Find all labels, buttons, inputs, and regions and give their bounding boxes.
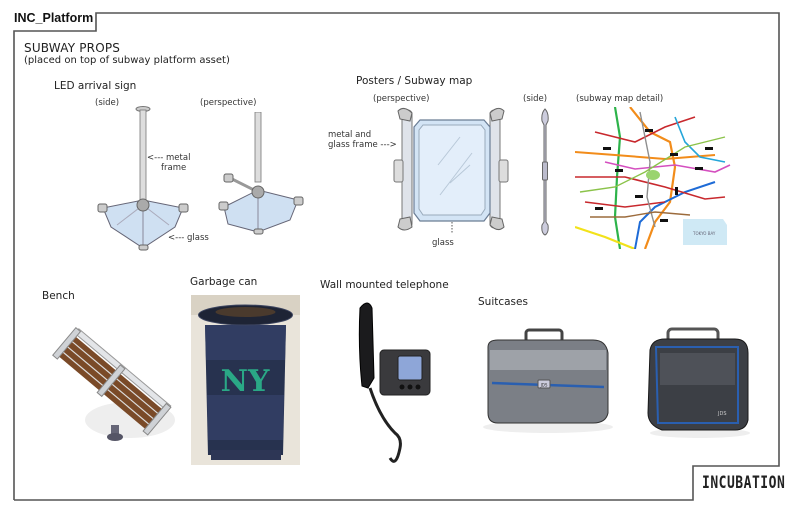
poster-frame-perspective-drawing [393, 107, 509, 233]
suitcase-large-badge: JDS [540, 383, 548, 388]
poster-frame-side-drawing [541, 108, 549, 236]
posters-frame-note: metal and glass frame ---> [328, 130, 397, 150]
posters-map-label: (subway map detail) [576, 94, 664, 104]
posters-frame-note-line2: glass frame ---> [328, 140, 397, 150]
garbage-can-title: Garbage can [190, 276, 258, 288]
bench-image [52, 326, 175, 441]
garbage-can-image: NY [191, 295, 300, 465]
ny-logo: NY [221, 364, 270, 399]
suitcase-large-image: JDS [483, 328, 613, 433]
tab-title: INC_Platform [14, 11, 94, 25]
posters-glass-note: glass [432, 238, 454, 248]
led-sign-title: LED arrival sign [54, 80, 137, 92]
suitcases-title: Suitcases [478, 296, 528, 308]
led-sign-side-drawing [97, 106, 189, 251]
posters-title: Posters / Subway map [356, 75, 473, 87]
posters-side-label: (side) [523, 94, 548, 104]
suitcase-small-image: JDS [647, 327, 750, 438]
led-sign-perspective-label: (perspective) [200, 98, 257, 108]
posters-frame-note-line1: metal and [328, 130, 372, 140]
led-sign-side-label: (side) [95, 98, 120, 108]
telephone-title: Wall mounted telephone [320, 279, 449, 291]
telephone-image [358, 302, 431, 463]
led-sign-frame-note: <--- metal frame [147, 153, 190, 173]
led-sign-frame-note-line1: <--- metal [147, 153, 191, 163]
page-heading: SUBWAY PROPS [24, 41, 121, 55]
led-sign-glass-note: <--- glass [168, 233, 209, 243]
map-inset-label: TOKYO BAY [692, 231, 716, 236]
suitcase-small-badge: JDS [717, 411, 727, 417]
page-subheading: (placed on top of subway platform asset) [24, 55, 230, 66]
led-sign-frame-note-line2: frame [161, 163, 187, 173]
subway-map-detail: TOKYO BAY [575, 107, 735, 249]
incubation-logo: INCUBATION [702, 473, 786, 494]
led-sign-perspective-drawing [218, 112, 304, 235]
bench-title: Bench [42, 290, 75, 302]
posters-perspective-label: (perspective) [373, 94, 430, 104]
